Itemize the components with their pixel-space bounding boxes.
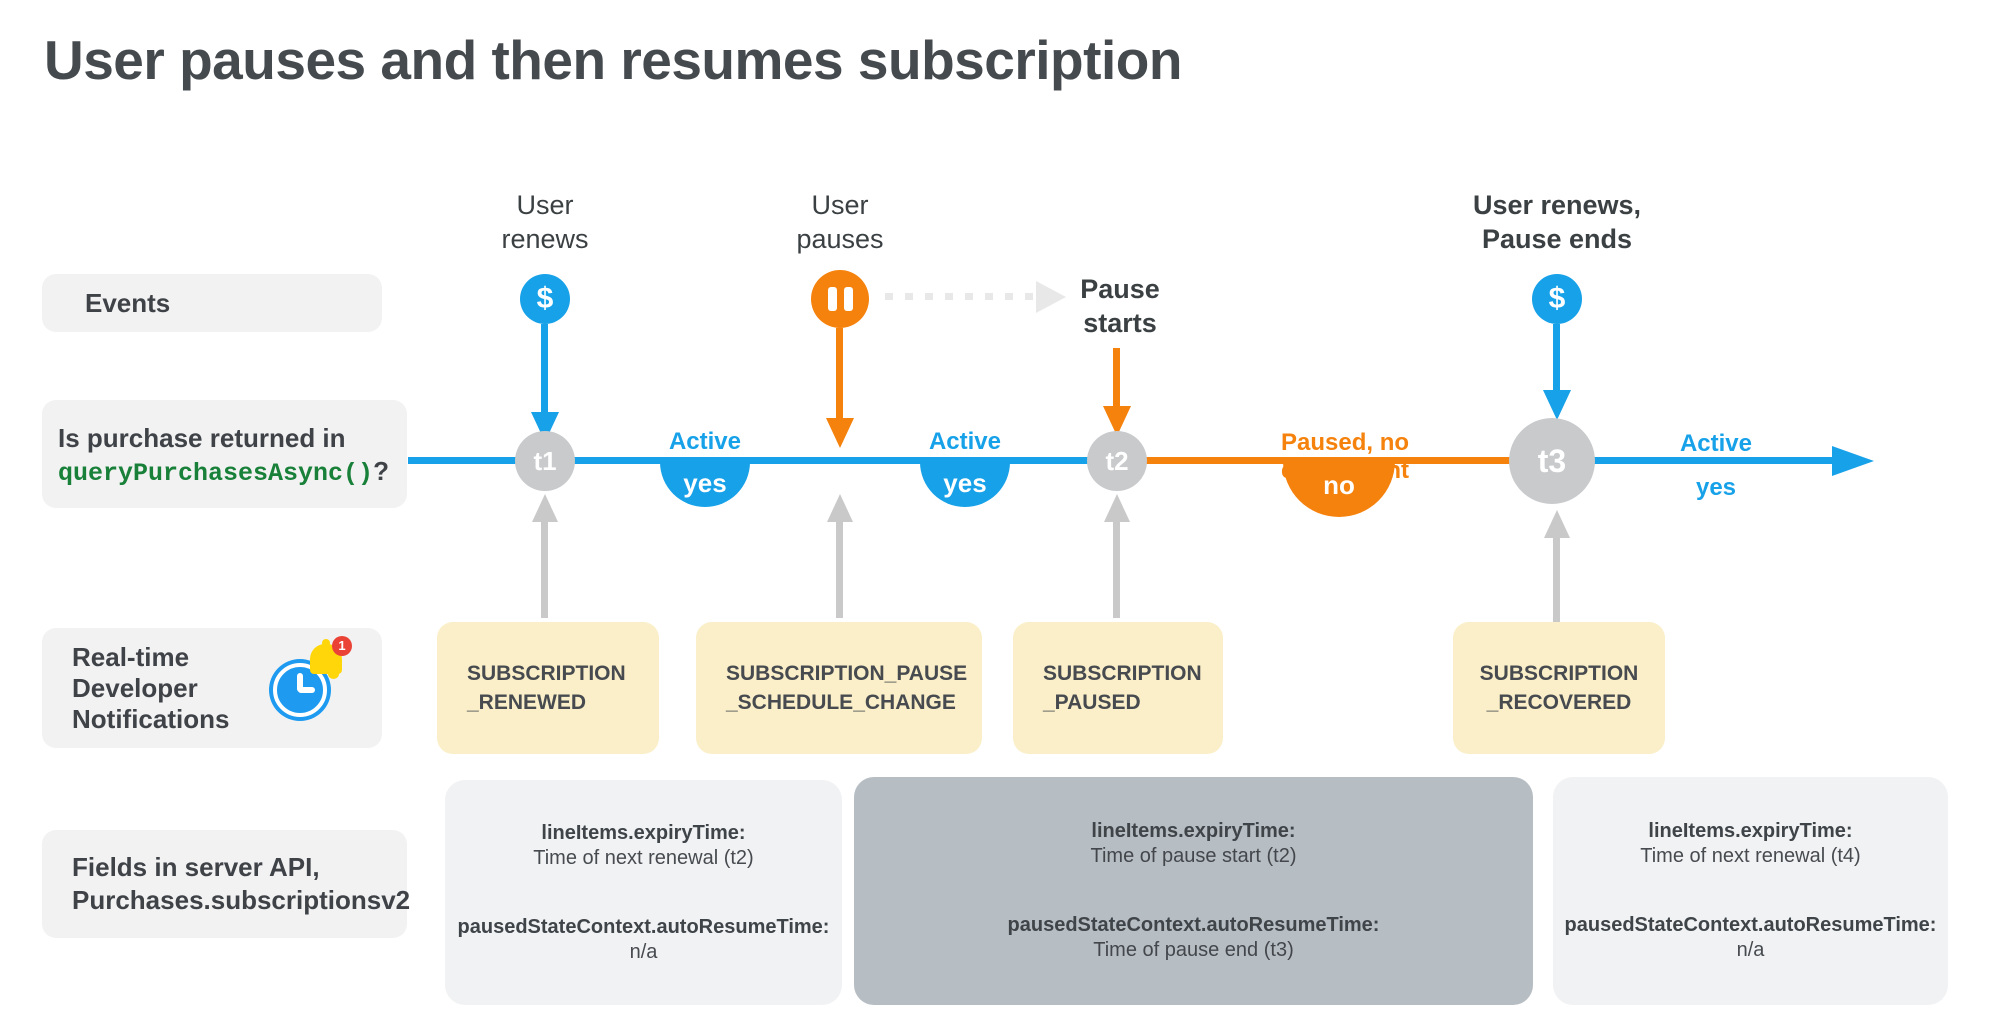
renew-arrow-shaft bbox=[541, 324, 548, 416]
api-field: lineItems.expiryTime: Time of pause star… bbox=[854, 819, 1533, 869]
timeline-segment-active-2 bbox=[1552, 457, 1835, 464]
api-field: pausedStateContext.autoResumeTime: Time … bbox=[854, 913, 1533, 963]
page-title: User pauses and then resumes subscriptio… bbox=[44, 29, 1182, 91]
purchase-query-question-mark: ? bbox=[373, 456, 389, 486]
rtdn-up-arrow-shaft-2 bbox=[836, 518, 843, 618]
segment-status-active-2: Active bbox=[928, 428, 1002, 455]
api-field-name: lineItems.expiryTime: bbox=[1648, 820, 1853, 842]
pause-starts-arrow-shaft bbox=[1113, 348, 1120, 410]
rtdn-notification-badge: 1 bbox=[332, 636, 352, 656]
pause-arrow-shaft bbox=[836, 328, 843, 420]
api-fields-box-renewed: lineItems.expiryTime: Time of next renew… bbox=[445, 780, 842, 1005]
clock-hand-hour bbox=[298, 687, 315, 693]
api-field-name: pausedStateContext.autoResumeTime: bbox=[457, 915, 830, 938]
api-field-value: Time of next renewal (t4) bbox=[1640, 845, 1861, 867]
event-label-user-renews: User renews bbox=[501, 190, 589, 254]
rtdn-up-arrow-shaft-1 bbox=[541, 518, 548, 618]
timeline-arrowhead bbox=[1832, 446, 1874, 476]
segment-answer-yes-3: yes bbox=[1695, 474, 1737, 501]
purchase-query-line1: Is purchase returned in bbox=[58, 423, 346, 453]
rtdn-clock-icon bbox=[269, 659, 331, 721]
rtdn-up-arrow-head-4 bbox=[1544, 510, 1570, 538]
notification-subscription-renewed: SUBSCRIPTION _RENEWED bbox=[437, 622, 659, 754]
pause-bar-right bbox=[843, 287, 853, 311]
segment-answer-yes-1: yes bbox=[660, 461, 750, 507]
segment-answer-yes-2: yes bbox=[920, 461, 1010, 507]
event-label-pause-starts: Pause starts bbox=[1080, 274, 1160, 338]
pause-arrow-head bbox=[826, 418, 854, 448]
recover-arrow-shaft bbox=[1553, 324, 1560, 394]
segment-status-active-1: Active bbox=[668, 428, 742, 455]
rtdn-up-arrow-shaft-4 bbox=[1553, 534, 1560, 622]
api-field-name: pausedStateContext.autoResumeTime: bbox=[1007, 914, 1380, 936]
api-field-name: lineItems.expiryTime: bbox=[541, 821, 746, 844]
notification-subscription-recovered: SUBSCRIPTION _RECOVERED bbox=[1453, 622, 1665, 754]
api-fields-box-paused: lineItems.expiryTime: Time of pause star… bbox=[854, 777, 1533, 1005]
dollar-icon: $ bbox=[1532, 274, 1582, 324]
event-label-user-pauses: User pauses bbox=[796, 190, 884, 254]
api-field: pausedStateContext.autoResumeTime: n/a bbox=[445, 915, 842, 965]
segment-status-active-3: Active bbox=[1679, 430, 1753, 457]
event-label-user-renews-pause-ends: User renews, Pause ends bbox=[1472, 190, 1642, 254]
row-label-fields-api: Fields in server API, Purchases.subscrip… bbox=[42, 830, 410, 938]
recover-arrow-head bbox=[1543, 390, 1571, 420]
api-field-value: Time of next renewal (t2) bbox=[533, 846, 754, 869]
purchase-query-code: queryPurchasesAsync() bbox=[58, 459, 374, 488]
api-field-value: Time of pause end (t3) bbox=[1093, 939, 1294, 961]
api-field: pausedStateContext.autoResumeTime: n/a bbox=[1553, 913, 1948, 963]
timeline-point-t3: t3 bbox=[1509, 418, 1595, 504]
timeline-point-t1: t1 bbox=[515, 431, 575, 491]
row-label-purchase-query: Is purchase returned in queryPurchasesAs… bbox=[42, 400, 407, 508]
purchase-query-line2: queryPurchasesAsync()? bbox=[58, 455, 407, 490]
clock-ring bbox=[273, 663, 327, 717]
events-label: Events bbox=[85, 288, 171, 318]
notification-subscription-pause-schedule-change: SUBSCRIPTION_PAUSE _SCHEDULE_CHANGE bbox=[696, 622, 982, 754]
api-field-value: Time of pause start (t2) bbox=[1090, 845, 1297, 867]
timeline-segment-paused bbox=[1120, 457, 1552, 464]
rtdn-up-arrow-head-3 bbox=[1104, 494, 1130, 522]
rtdn-up-arrow-head-1 bbox=[532, 494, 558, 522]
api-field-value: n/a bbox=[629, 940, 658, 963]
dotted-connector bbox=[885, 293, 1033, 300]
dotted-connector-arrowhead bbox=[1036, 281, 1066, 313]
pause-bar-left bbox=[827, 287, 837, 311]
bell-knob bbox=[322, 639, 330, 647]
api-field-name: pausedStateContext.autoResumeTime: bbox=[1564, 914, 1937, 936]
api-fields-box-recovered: lineItems.expiryTime: Time of next renew… bbox=[1553, 777, 1948, 1005]
segment-answer-no: no bbox=[1283, 461, 1395, 517]
rtdn-up-arrow-head-2 bbox=[827, 494, 853, 522]
api-field-name: lineItems.expiryTime: bbox=[1091, 820, 1296, 842]
timeline-point-t2: t2 bbox=[1087, 431, 1147, 491]
dollar-icon: $ bbox=[520, 274, 570, 324]
api-field-value: n/a bbox=[1736, 939, 1765, 961]
api-field: lineItems.expiryTime: Time of next renew… bbox=[1553, 819, 1948, 869]
row-label-events: Events bbox=[42, 274, 382, 332]
rtdn-up-arrow-shaft-3 bbox=[1113, 518, 1120, 618]
pause-icon bbox=[811, 270, 869, 328]
clock-hand-minute bbox=[297, 673, 303, 692]
bell-clapper bbox=[328, 669, 339, 679]
api-field: lineItems.expiryTime: Time of next renew… bbox=[445, 821, 842, 871]
notification-subscription-paused: SUBSCRIPTION _PAUSED bbox=[1013, 622, 1223, 754]
timeline-segment-active-1 bbox=[408, 457, 1120, 464]
